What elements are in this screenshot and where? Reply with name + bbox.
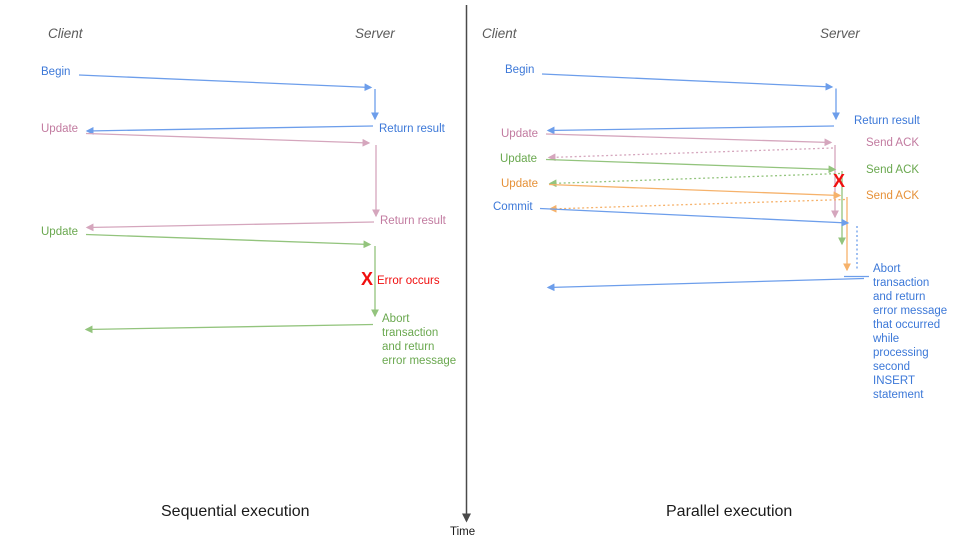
par-abort-return-arrow bbox=[546, 277, 865, 292]
seq-update-2-label: Update bbox=[41, 226, 79, 238]
parallel-diagram-arrows bbox=[539, 73, 869, 292]
par-begin-label: Begin bbox=[505, 64, 535, 76]
seq-return-result-1-label: Return result bbox=[379, 123, 445, 135]
seq-begin-label: Begin bbox=[41, 66, 71, 78]
par-ack-3-arrow bbox=[548, 198, 846, 213]
par-send-ack-2-label: Send ACK bbox=[866, 164, 920, 176]
seq-abort-message-label: Abort transaction and return error messa… bbox=[382, 313, 457, 367]
par-send-ack-1-label: Send ACK bbox=[866, 137, 920, 149]
seq-error-occurs-label: Error occurs bbox=[377, 275, 440, 287]
par-ack-2-arrow bbox=[548, 172, 841, 188]
seq-update-1-label: Update bbox=[41, 123, 79, 135]
par-update-1-label: Update bbox=[501, 128, 539, 140]
par-update-2-request-arrow bbox=[545, 158, 837, 174]
par-client-header: Client bbox=[482, 26, 517, 41]
par-abort-message-label: Abort transaction and return error messa… bbox=[873, 263, 948, 401]
par-send-ack-3-label: Send ACK bbox=[866, 190, 920, 202]
seq-begin-request-arrow bbox=[78, 74, 373, 92]
seq-diagram-title: Sequential execution bbox=[161, 503, 310, 520]
par-diagram-title: Parallel execution bbox=[666, 503, 793, 520]
par-update-3-request-arrow bbox=[548, 183, 842, 200]
par-error-x-mark: X bbox=[833, 171, 846, 191]
par-server-header: Server bbox=[820, 26, 860, 41]
par-begin-request-arrow bbox=[541, 73, 834, 91]
sequential-diagram-arrows bbox=[78, 74, 380, 334]
par-return-result-arrow bbox=[546, 125, 835, 135]
seq-return-result-2-label: Return result bbox=[380, 215, 446, 227]
par-commit-request-arrow bbox=[539, 207, 850, 227]
time-axis-label: Time bbox=[450, 526, 476, 538]
seq-server-header: Server bbox=[355, 26, 395, 41]
seq-update-1-request-arrow bbox=[85, 132, 371, 147]
seq-abort-return-arrow bbox=[84, 323, 374, 334]
par-ack-1-arrow bbox=[547, 147, 834, 162]
seq-client-header: Client bbox=[48, 26, 83, 41]
par-update-2-label: Update bbox=[500, 153, 538, 165]
seq-return-result-1-arrow bbox=[85, 125, 374, 135]
par-update-1-request-arrow bbox=[545, 133, 833, 147]
seq-error-x-mark: X bbox=[361, 269, 374, 289]
par-return-result-label: Return result bbox=[854, 115, 920, 127]
seq-return-result-2-arrow bbox=[85, 221, 375, 232]
par-commit-label: Commit bbox=[493, 201, 533, 213]
par-update-3-label: Update bbox=[501, 178, 539, 190]
seq-update-2-request-arrow bbox=[85, 233, 372, 249]
